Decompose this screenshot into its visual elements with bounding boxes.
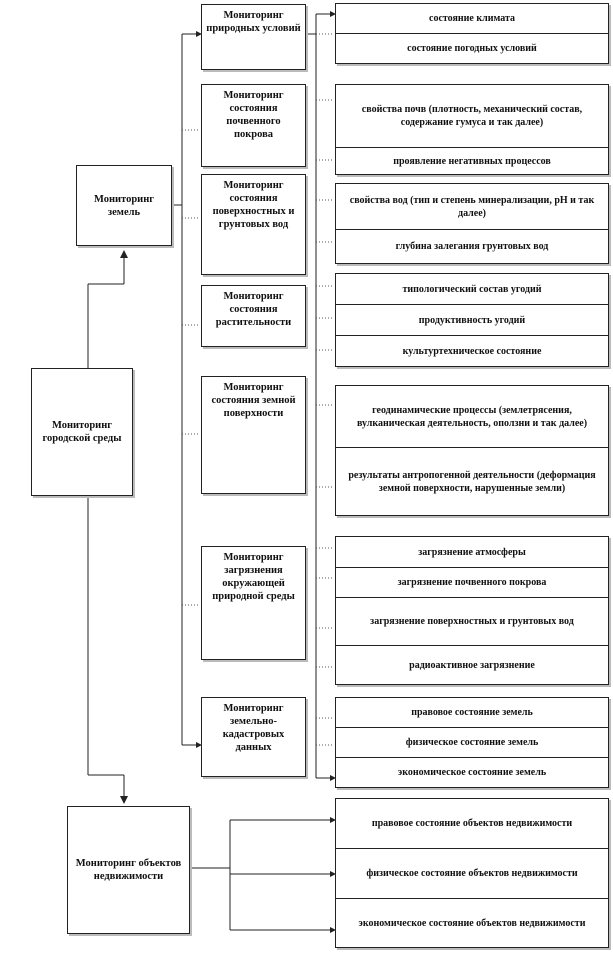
waters-items: свойства вод (тип и степень минерализаци… — [335, 183, 609, 264]
cadastral-items: правовое состояние земель физическое сос… — [335, 697, 609, 788]
list-item: правовое состояние объектов недвижимости — [336, 799, 608, 849]
list-item: правовое состояние земель — [336, 698, 608, 728]
group-title: Мониторинг природных условий — [206, 10, 301, 34]
land-monitoring-box: Мониторинг земель — [76, 165, 172, 246]
vegetation-items: типологический состав угодий продуктивно… — [335, 273, 609, 367]
vegetation-box: Мониторинг состояния растительности — [201, 285, 306, 347]
group-title: Мониторинг состояния поверхностных и гру… — [212, 180, 295, 230]
soil-cover-items: свойства почв (плотность, механический с… — [335, 84, 609, 175]
group-title: Мониторинг состояния земной поверхности — [211, 382, 296, 419]
earth-surface-box: Мониторинг состояния земной поверхности — [201, 376, 306, 494]
list-item: экономическое состояние земель — [397, 767, 547, 778]
soil-cover-box: Мониторинг состояния почвенного покрова — [201, 84, 306, 167]
list-item: загрязнение атмосферы — [336, 537, 608, 568]
natural-conditions-box: Мониторинг природных условий — [201, 4, 306, 70]
list-item: геодинамические процессы (землетрясения,… — [336, 386, 608, 448]
list-item: физическое состояние объектов недвижимос… — [336, 849, 608, 899]
list-item: проявление негативных процессов — [393, 155, 551, 167]
list-item: загрязнение поверхностных и грунтовых во… — [336, 598, 608, 646]
list-item: свойства почв (плотность, механический с… — [336, 85, 608, 148]
list-item: радиоактивное загрязнение — [409, 659, 535, 671]
list-item: загрязнение почвенного покрова — [336, 568, 608, 598]
list-item: результаты антропогенной деятельности (д… — [348, 469, 596, 494]
list-item: состояние погодных условий — [407, 43, 537, 54]
urban-monitoring-box: Мониторинг городской среды — [31, 368, 133, 496]
realty-items: правовое состояние объектов недвижимости… — [335, 798, 609, 948]
list-item: физическое состояние земель — [336, 728, 608, 758]
realty-monitoring-box: Мониторинг объектов недвижимости — [67, 806, 190, 934]
list-item: состояние климата — [336, 4, 608, 34]
list-item: экономическое состояние объектов недвижи… — [358, 917, 586, 929]
list-item: продуктивность угодий — [336, 305, 608, 336]
waters-box: Мониторинг состояния поверхностных и гру… — [201, 174, 306, 275]
urban-monitoring-label: Мониторинг городской среды — [42, 420, 122, 444]
list-item: типологический состав угодий — [336, 274, 608, 305]
list-item: свойства вод (тип и степень минерализаци… — [336, 184, 608, 230]
land-monitoring-label: Мониторинг земель — [93, 193, 155, 218]
natural-conditions-items: состояние климата состояние погодных усл… — [335, 3, 609, 64]
group-title: Мониторинг состояния почвенного покрова — [223, 90, 284, 140]
group-title: Мониторинг земельно-кадастровых данных — [222, 703, 285, 753]
group-title: Мониторинг состояния растительности — [215, 291, 292, 328]
list-item: культуртехническое состояние — [402, 345, 542, 357]
pollution-items: загрязнение атмосферы загрязнение почвен… — [335, 536, 609, 685]
list-item: глубина залегания грунтовых вод — [395, 241, 549, 252]
cadastral-box: Мониторинг земельно-кадастровых данных — [201, 697, 306, 777]
group-title: Мониторинг загрязнения окружающей природ… — [212, 552, 295, 602]
earth-surface-items: геодинамические процессы (землетрясения,… — [335, 385, 609, 516]
realty-monitoring-label: Мониторинг объектов недвижимости — [75, 858, 182, 882]
pollution-box: Мониторинг загрязнения окружающей природ… — [201, 546, 306, 660]
